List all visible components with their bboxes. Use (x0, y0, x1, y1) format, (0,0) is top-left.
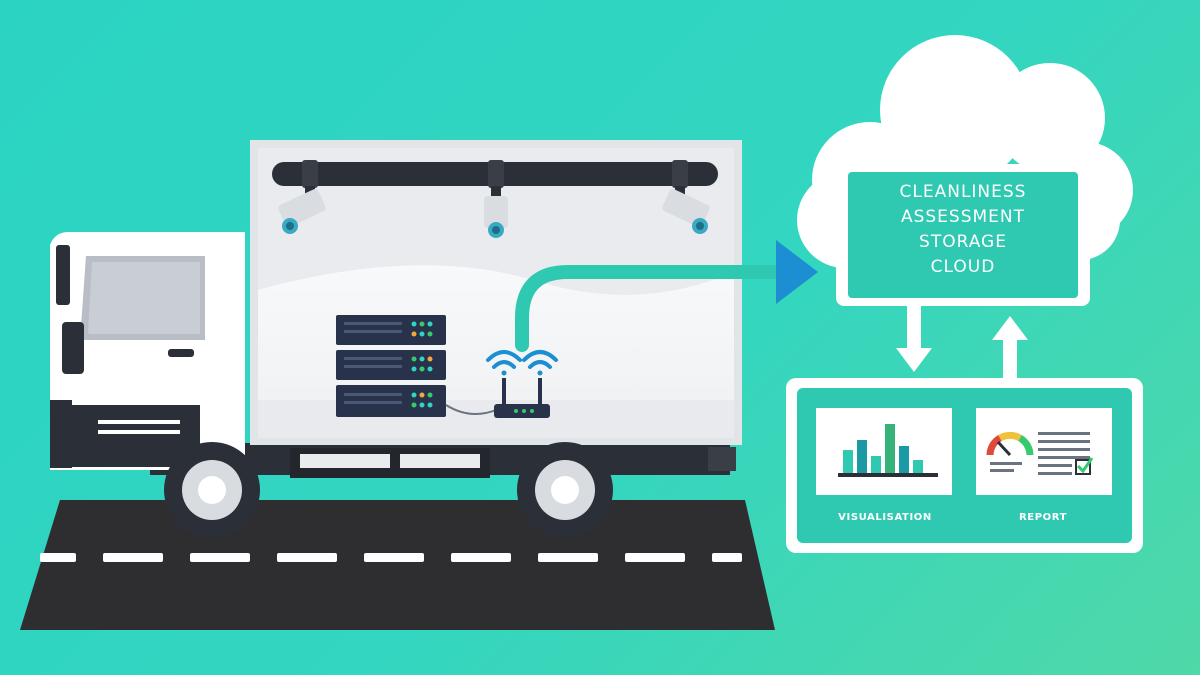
cloud-label-line: ASSESSMENT (900, 207, 1026, 227)
wifi-icon (486, 350, 522, 376)
camera-icon (278, 186, 326, 234)
report-lines (1038, 432, 1090, 475)
wifi-icon (522, 350, 558, 376)
upload-arrow (515, 240, 818, 352)
visualisation-card (816, 408, 952, 495)
visualisation-label: VISUALISATION (838, 512, 932, 523)
cloud-label: CLEANLINESS ASSESSMENT STORAGE CLOUD (848, 180, 1078, 280)
cloud-label-line: CLEANLINESS (899, 182, 1027, 202)
camera-rail (272, 160, 718, 188)
report-label: REPORT (1018, 512, 1068, 523)
router-icon (494, 378, 550, 418)
checkbox-icon (1075, 457, 1094, 475)
road (20, 500, 775, 630)
front-wheel (164, 442, 260, 538)
camera-icon (662, 186, 710, 234)
camera-icon (484, 186, 508, 238)
gauge-icon (986, 431, 1034, 472)
bar-chart-icon (838, 424, 938, 477)
server-rack-icon (336, 315, 497, 417)
cloud-storage-box (848, 172, 1078, 298)
up-arrow (992, 316, 1028, 384)
cloud-label-line: STORAGE (919, 232, 1007, 252)
cloud-label-line: CLOUD (930, 257, 996, 277)
down-arrow (896, 306, 932, 372)
rear-wheel (517, 442, 613, 538)
report-card (976, 408, 1112, 495)
road-dashes (40, 553, 742, 562)
